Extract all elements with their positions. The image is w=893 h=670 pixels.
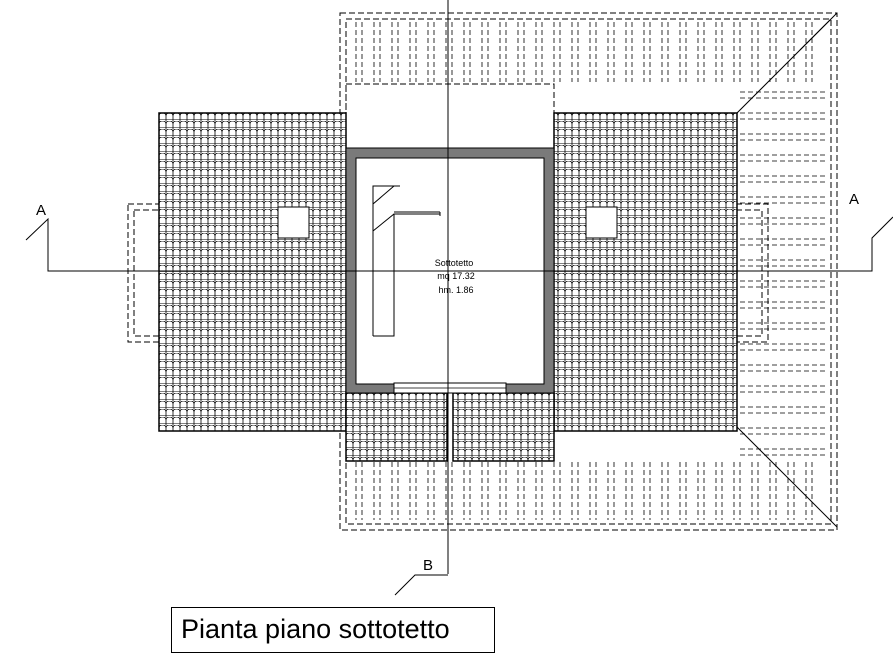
section-mark-b: B: [423, 557, 433, 574]
section-mark-a-left: A: [36, 202, 46, 219]
dormer-dashed-outline-right: [735, 203, 769, 343]
staircase: [372, 185, 441, 337]
room-name: Sottotetto: [435, 258, 474, 268]
room-height: hm. 1.86: [438, 285, 473, 295]
section-cut-lines: [25, 0, 893, 596]
roof-tiles-left: [158, 112, 347, 432]
drawing-title-box: Pianta piano sottotetto: [171, 607, 495, 653]
roof-tiles-right: [553, 112, 738, 432]
section-mark-a-right: A: [849, 191, 859, 208]
dormer-dashed-outline-left: [127, 203, 161, 343]
roof-tiles-bottom: [345, 392, 555, 462]
room-area: mq 17.32: [437, 271, 475, 281]
roof-hip-lines: [729, 12, 838, 528]
drawing-title: Pianta piano sottotetto: [181, 614, 450, 644]
